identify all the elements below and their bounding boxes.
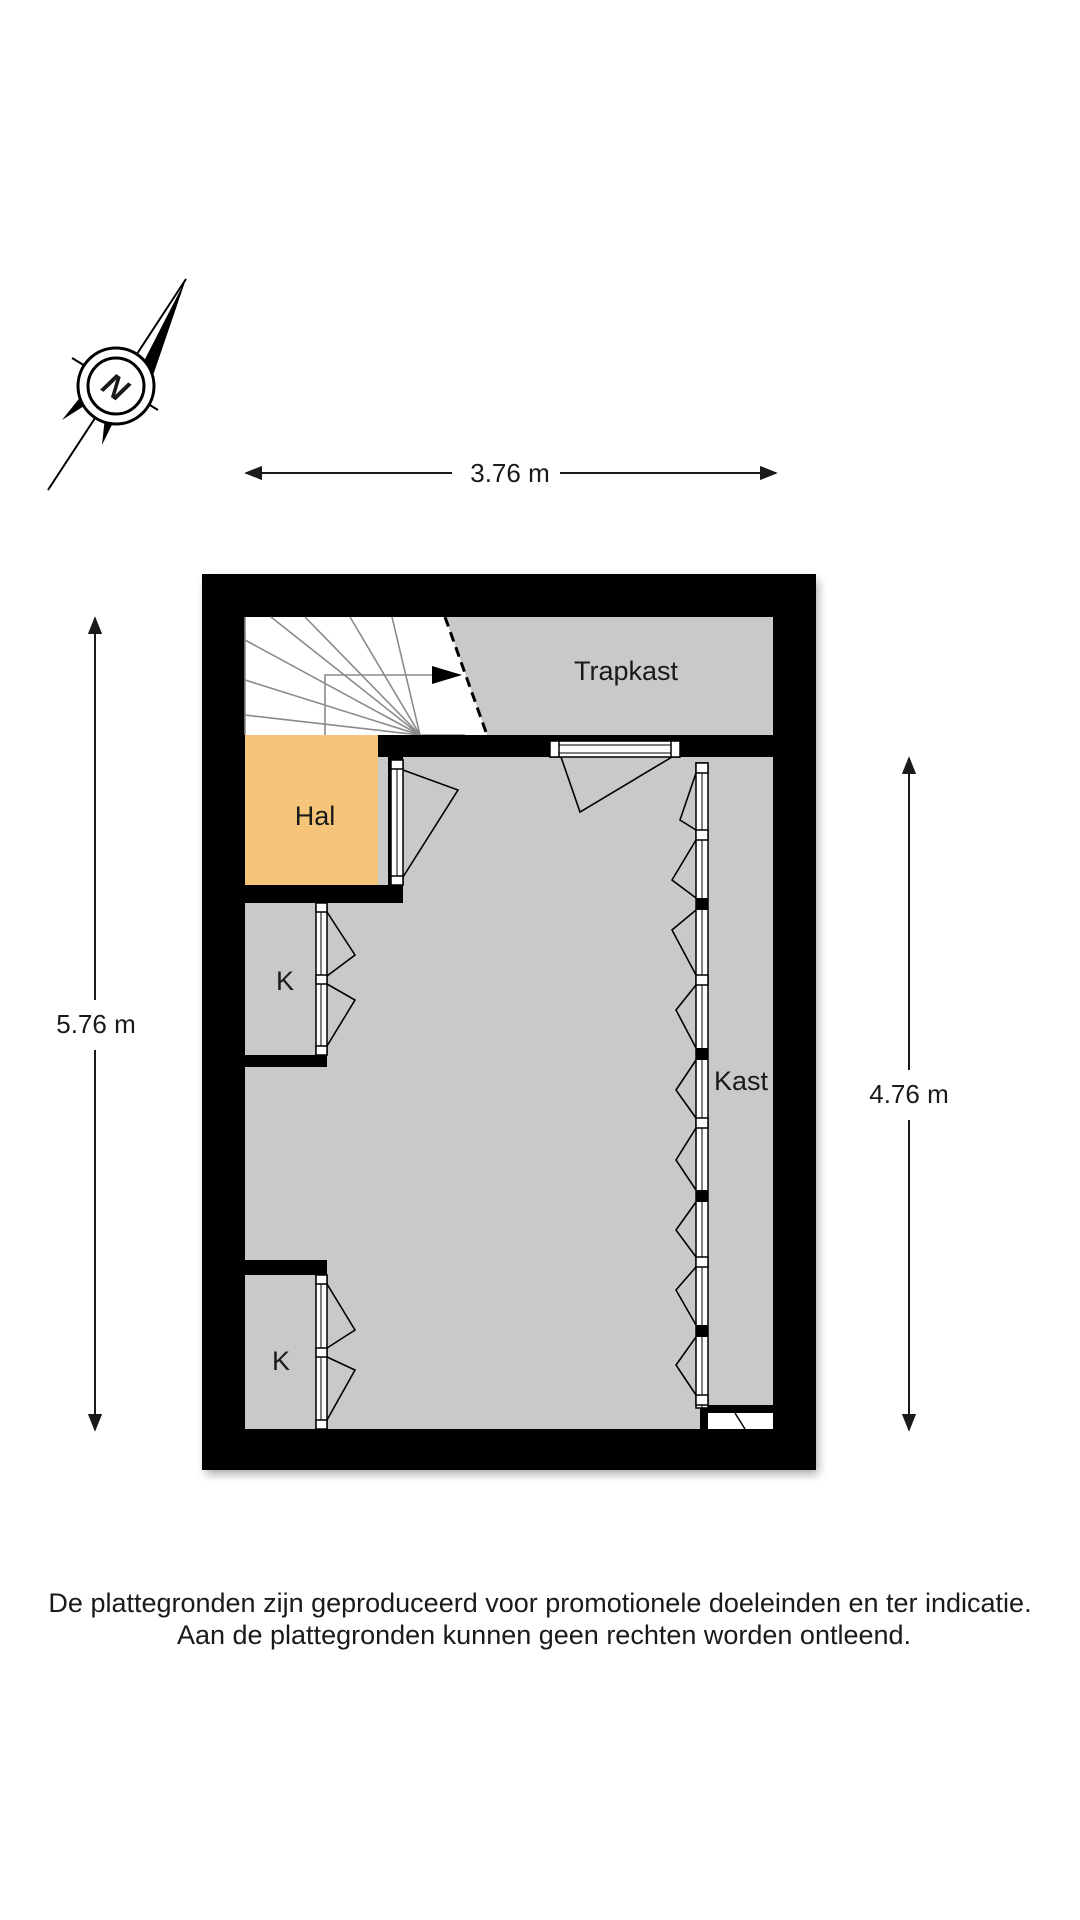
door-hal[interactable] (390, 759, 460, 886)
door-k-bottom[interactable] (315, 1274, 357, 1430)
width-dimension: 3.76 m (244, 458, 778, 488)
room-hal (245, 735, 378, 885)
room-label-trapkast: Trapkast (574, 656, 679, 686)
room-k-top (245, 903, 323, 1055)
height-left-dimension: 5.76 m (56, 616, 136, 1432)
room-k-bottom (245, 1275, 323, 1429)
k-top-wall (245, 1055, 327, 1067)
disclaimer-line-2: Aan de plattegronden kunnen geen rechten… (176, 1620, 912, 1650)
height-right-label: 4.76 m (869, 1079, 949, 1109)
wardrobe-doors[interactable] (670, 772, 697, 1396)
width-label: 3.76 m (470, 458, 550, 488)
k-bottom-wall (245, 1260, 327, 1275)
height-left-label: 5.76 m (56, 1009, 136, 1039)
disclaimer-line-1: De plattegronden zijn geproduceerd voor … (48, 1588, 1032, 1618)
door-k-top[interactable] (315, 902, 357, 1056)
floor-plan: Trapkast Hal K K Kast (202, 574, 818, 1474)
hal-wall-bottom (245, 885, 403, 903)
wardrobe-kast (670, 762, 773, 1430)
north-arrow-icon: N (47, 278, 187, 491)
room-label-kast: Kast (714, 1066, 769, 1096)
room-label-k-bottom: K (272, 1346, 290, 1376)
room-label-k-top: K (276, 966, 294, 996)
door-trapkast[interactable] (549, 740, 681, 814)
height-right-dimension: 4.76 m (869, 756, 949, 1432)
room-label-hal: Hal (295, 801, 336, 831)
staircase (244, 616, 489, 736)
